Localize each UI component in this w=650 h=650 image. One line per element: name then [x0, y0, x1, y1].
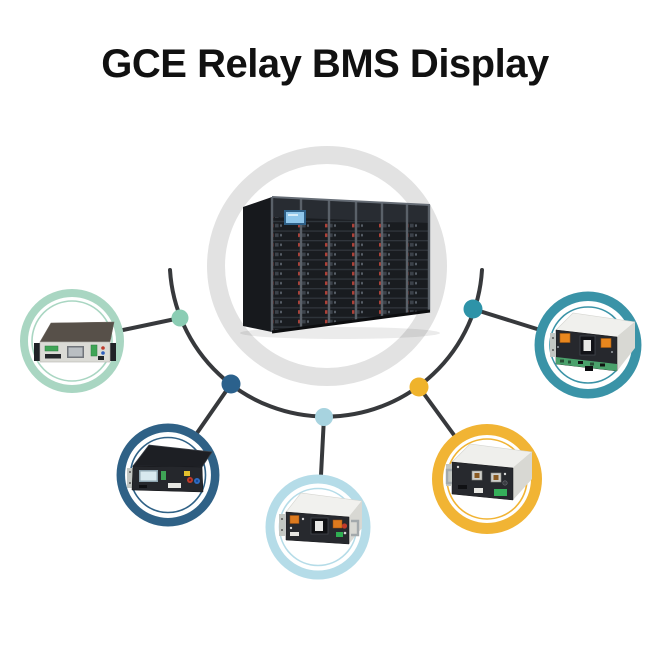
current-connector: [559, 333, 571, 343]
label: [168, 483, 181, 488]
power-terminal-negative: [101, 351, 105, 355]
connector-right: [471, 307, 539, 331]
cabinet-frame-rails: [270, 197, 431, 332]
battery-modules: [272, 197, 430, 332]
lcd-screen: [68, 347, 83, 357]
node-left-inner-ring: [31, 300, 113, 382]
comm-ports: [45, 354, 61, 359]
bms-unit-4u-white-a: [445, 443, 533, 501]
pcb-strip: [556, 357, 617, 371]
hmi-screen: [286, 212, 304, 223]
bms-unit-4u-white-b: [550, 312, 636, 372]
power-terminal-positive: [101, 346, 105, 350]
green-label: [494, 489, 507, 496]
node-right-ring: [534, 291, 642, 399]
hmi-screen-glare: [288, 214, 298, 216]
handle: [445, 468, 452, 485]
connector-lines: [121, 307, 539, 477]
current-connector: [600, 338, 612, 348]
page-title: GCE Relay BMS Display: [101, 42, 549, 86]
hub-ring: [207, 146, 447, 386]
connector-bottom-center: [319, 415, 326, 477]
junction-dot-bottom-left: [221, 374, 241, 394]
terminal-block: [161, 471, 166, 480]
bms-unit-3u-black: [127, 444, 213, 493]
junction-dot-right: [463, 299, 483, 319]
lcd-screen: [140, 471, 157, 481]
terminal-block: [44, 345, 59, 352]
switch-knob: [502, 480, 508, 486]
run-button: [336, 532, 343, 537]
arc-junction-dots: [171, 299, 483, 426]
label: [474, 488, 483, 493]
cabinet-base: [271, 309, 431, 334]
node-bottom-right-ring: [432, 424, 542, 534]
bms-unit-2u: [34, 321, 116, 363]
node-bottom-center: [265, 474, 371, 580]
connector-bottom-right: [417, 385, 456, 437]
cabinet-side-panel: [243, 197, 272, 332]
current-connector: [332, 519, 343, 529]
hub-battery-cabinet: [240, 196, 440, 339]
node-bottom-left-ring: [116, 423, 220, 527]
connector-left: [121, 316, 182, 332]
node-left-ring: [20, 289, 124, 393]
label: [290, 532, 299, 536]
current-connector: [289, 515, 300, 524]
node-bottom-right: [432, 424, 542, 534]
handle: [351, 519, 360, 537]
junction-dot-bottom-right: [409, 377, 429, 397]
node-bottom-center-ring: [265, 474, 371, 580]
node-bottom-left: [116, 423, 220, 527]
node-left: [20, 289, 124, 393]
cabinet-header-band: [272, 198, 430, 223]
power-terminal: [341, 523, 348, 529]
warning-sticker: [184, 471, 190, 476]
junction-dot-bottom-center: [315, 408, 333, 426]
vent: [458, 485, 467, 489]
bms-unit-3u-white: [279, 492, 363, 545]
junction-dot-left: [171, 309, 189, 327]
cabinet-top-edge: [271, 196, 431, 206]
node-right: [534, 291, 642, 399]
connector-bottom-left: [195, 382, 233, 435]
